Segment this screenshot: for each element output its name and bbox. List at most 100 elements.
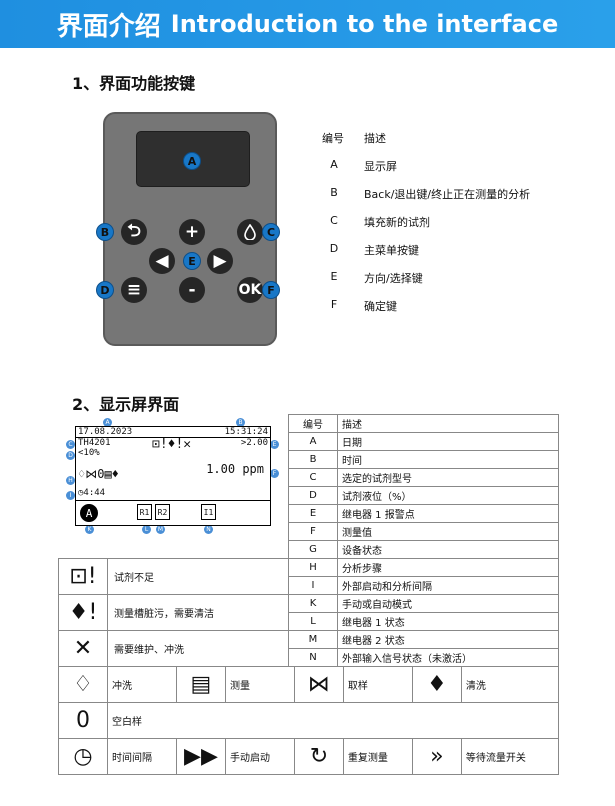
lcd-relay2: R2 — [155, 504, 170, 520]
table-row: ✕ 需要维护、冲洗 — [58, 630, 289, 667]
table-head-k: 编号 — [288, 414, 338, 433]
marker-e: E — [183, 252, 201, 270]
table-key: L — [288, 612, 338, 631]
icon-label: 重复测量 — [342, 738, 413, 775]
section2-title: 2、显示屏界面 — [72, 395, 180, 414]
plus-button[interactable]: + — [179, 219, 205, 245]
lcd-marker-i: I — [66, 491, 75, 500]
back-button[interactable]: ⮌ — [121, 219, 147, 245]
icon-label: 冲洗 — [107, 666, 177, 703]
lcd-marker-h: H — [66, 476, 75, 485]
legend-head-k: 编号 — [322, 132, 344, 145]
table-desc: 继电器 1 状态 — [337, 612, 559, 631]
lcd-interval: ◷4:44 — [78, 488, 106, 498]
lcd-marker-n: N — [204, 525, 213, 534]
lcd-input1: I1 — [201, 504, 216, 520]
legend-key: F — [330, 298, 338, 311]
table-row: ♦! 测量槽脏污，需要清洁 — [58, 594, 289, 631]
legend-desc: 确定键 — [364, 300, 397, 313]
table-key: E — [288, 504, 338, 523]
legend-desc: 方向/选择键 — [364, 272, 423, 285]
ok-button[interactable]: OK — [237, 277, 263, 303]
lcd-alarm: >2.00 — [240, 438, 268, 448]
page-header: 界面介绍 Introduction to the interface — [0, 0, 615, 48]
marker-b: B — [96, 223, 114, 241]
right-button[interactable]: ▶ — [207, 248, 233, 274]
lcd-screen: 17.08.2023 15:31:24 TH4201 <10% ⊡!♦!✕ >2… — [75, 426, 271, 526]
table-desc: 继电器 2 状态 — [337, 630, 559, 649]
table-key: K — [288, 594, 338, 613]
icon-label: 空白样 — [107, 702, 559, 739]
table-desc: 外部启动和分析间隔 — [337, 576, 559, 595]
table-desc: 时间 — [337, 450, 559, 469]
table-key: H — [288, 558, 338, 577]
lcd-mode: A — [80, 504, 98, 522]
icon-label: 时间间隔 — [107, 738, 177, 775]
status-label: 测量槽脏污，需要清洁 — [107, 594, 289, 631]
table-key: M — [288, 630, 338, 649]
lcd-value: 1.00 ppm — [206, 462, 264, 476]
table-desc: 外部输入信号状态（未激活） — [337, 648, 559, 667]
header-title-cn: 界面介绍 — [56, 11, 161, 42]
lcd-status-icons: ⊡!♦!✕ — [152, 437, 192, 452]
legend-desc: 主菜单按键 — [364, 244, 419, 257]
table-row: ♢ 冲洗 ▤ 测量 ⋈ 取样 ♦ 清洗 — [58, 666, 560, 703]
status-label: 试剂不足 — [107, 558, 289, 595]
lcd-marker-m: M — [156, 525, 165, 534]
lcd-marker-a: A — [103, 418, 112, 427]
legend-head-v: 描述 — [364, 132, 386, 145]
lcd-divider — [76, 437, 270, 438]
marker-f: F — [262, 281, 280, 299]
table-desc: 试剂液位（%） — [337, 486, 559, 505]
menu-button[interactable]: ≡ — [121, 277, 147, 303]
lcd-steps: ♢⋈0▤♦ — [78, 467, 119, 481]
lcd-divider — [76, 500, 270, 501]
clean-drop-icon: ♦ — [411, 666, 462, 703]
table-desc: 继电器 1 报警点 — [337, 504, 559, 523]
table-row: ◷ 时间间隔 ▶▶ 手动启动 ↻ 重复测量 » 等待流量开关 — [58, 738, 560, 775]
blank-sample-icon: 0 — [58, 702, 108, 739]
lcd-time: 15:31:24 — [224, 427, 268, 437]
left-button[interactable]: ◀ — [149, 248, 175, 274]
maintenance-icon: ✕ — [58, 630, 108, 667]
header-title-en: Introduction to the interface — [170, 10, 559, 38]
legend-key: C — [330, 214, 338, 227]
minus-button[interactable]: - — [179, 277, 205, 303]
lcd-marker-c: C — [66, 440, 75, 449]
step-icon-table: ♢ 冲洗 ▤ 测量 ⋈ 取样 ♦ 清洗 0 空白样 ◷ 时间间隔 ▶▶ 手动启动… — [58, 666, 560, 775]
legend-desc: 显示屏 — [364, 160, 397, 173]
table-key: I — [288, 576, 338, 595]
fill-reagent-button[interactable] — [237, 219, 263, 245]
icon-label: 清洗 — [460, 666, 560, 703]
lcd-marker-l: L — [142, 525, 151, 534]
repeat-measure-icon: ↻ — [293, 738, 344, 775]
table-header-row: 编号描述 — [288, 414, 559, 433]
lcd-level: <10% — [78, 448, 100, 458]
table-key: N — [288, 648, 338, 667]
lcd-marker-e: E — [270, 440, 279, 449]
legend-key: D — [329, 242, 339, 255]
marker-d: D — [96, 281, 114, 299]
dirty-cell-icon: ♦! — [58, 594, 108, 631]
table-key: G — [288, 540, 338, 559]
low-reagent-icon: ⊡! — [58, 558, 108, 595]
lcd-date: 17.08.2023 — [78, 427, 133, 437]
table-key: A — [288, 432, 338, 451]
status-icon-table: ⊡! 试剂不足 ♦! 测量槽脏污，需要清洁 ✕ 需要维护、冲洗 — [58, 558, 289, 667]
legend-key: B — [330, 186, 338, 199]
legend-key: E — [330, 270, 338, 283]
lcd-marker-d: D — [66, 451, 75, 460]
rinse-icon: ♢ — [58, 666, 108, 703]
table-desc: 测量值 — [337, 522, 559, 541]
measure-icon: ▤ — [175, 666, 226, 703]
lcd-marker-f: F — [270, 469, 279, 478]
table-head-v: 描述 — [337, 414, 559, 433]
table-key: C — [288, 468, 338, 487]
